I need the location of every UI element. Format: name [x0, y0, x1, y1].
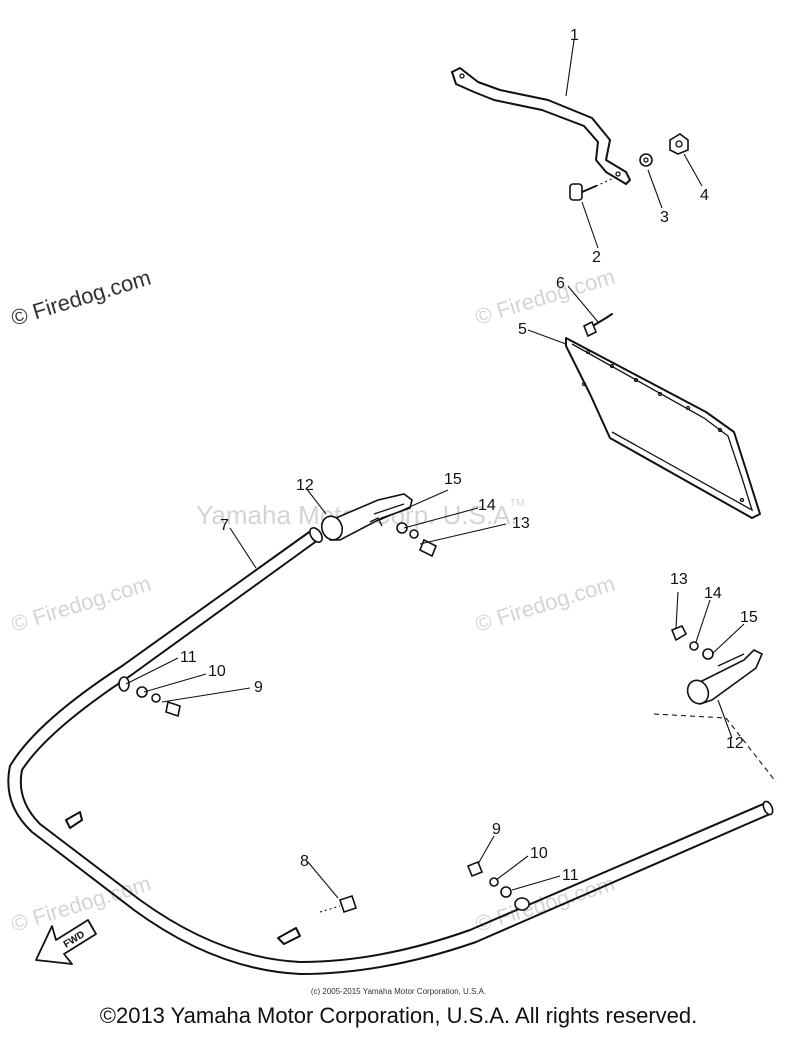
- callout-labels: 1 2 3 4 5 6 7 8 9 10 11 12 13 14 15 12 1…: [180, 27, 758, 884]
- callout-11-left: 11: [180, 649, 197, 666]
- watermark-firedog-3: © Firedog.com: [8, 571, 154, 637]
- part-3-washer: [639, 153, 653, 167]
- watermarks: © Firedog.com © Firedog.com © Firedog.co…: [8, 264, 618, 937]
- callout-14-right: 14: [704, 585, 722, 602]
- callout-12-dashed: [653, 713, 777, 783]
- callout-11-lower: 11: [562, 867, 579, 884]
- callout-1: 1: [570, 27, 579, 44]
- callout-4: 4: [700, 187, 709, 204]
- callout-15-upper: 15: [444, 471, 462, 488]
- footer-copyright-small: (c) 2005-2015 Yamaha Motor Corporation, …: [310, 987, 487, 996]
- part-9-10-11-lower-hardware: [466, 860, 530, 911]
- footer-copyright: ©2013 Yamaha Motor Corporation, U.S.A. A…: [99, 1003, 698, 1028]
- part-7-tube-frame: [7, 527, 774, 975]
- part-5-panel: [565, 337, 761, 519]
- callout-9-lower: 9: [492, 821, 501, 838]
- part-1-bracket: [451, 67, 631, 185]
- callout-14-upper: 14: [478, 497, 496, 514]
- callout-7: 7: [220, 517, 229, 534]
- callout-9-left: 9: [254, 679, 263, 696]
- callout-10-left: 10: [208, 663, 226, 680]
- watermark-tm: TM: [510, 498, 524, 509]
- part-4-nut: [669, 133, 689, 155]
- part-12-15-upper-mount: [320, 493, 413, 541]
- callout-12-upper: 12: [296, 477, 314, 494]
- watermark-firedog-1: © Firedog.com: [8, 265, 154, 331]
- leader-lines: [125, 39, 745, 899]
- callout-10-lower: 10: [530, 845, 548, 862]
- fwd-arrow-icon: FWD: [35, 919, 97, 965]
- callout-15-right: 15: [740, 609, 758, 626]
- callout-2: 2: [592, 249, 601, 266]
- callout-13-upper: 13: [512, 515, 530, 532]
- part-8-plug: [319, 894, 358, 914]
- part-12-15-right-mount: [686, 649, 764, 705]
- callout-8: 8: [300, 853, 309, 870]
- part-13-14-upper-hardware: [396, 522, 438, 558]
- part-2-bolt: [569, 177, 615, 201]
- callout-12-right: 12: [726, 735, 744, 752]
- part-9-10-11-left-hardware: [118, 676, 181, 718]
- callout-13-right: 13: [670, 571, 688, 588]
- part-13-14-right-hardware: [670, 624, 714, 660]
- callout-3: 3: [660, 209, 669, 226]
- callout-5: 5: [518, 321, 527, 338]
- part-6-rivet: [582, 313, 613, 338]
- callout-6: 6: [556, 275, 565, 292]
- watermark-firedog-4: © Firedog.com: [472, 571, 618, 637]
